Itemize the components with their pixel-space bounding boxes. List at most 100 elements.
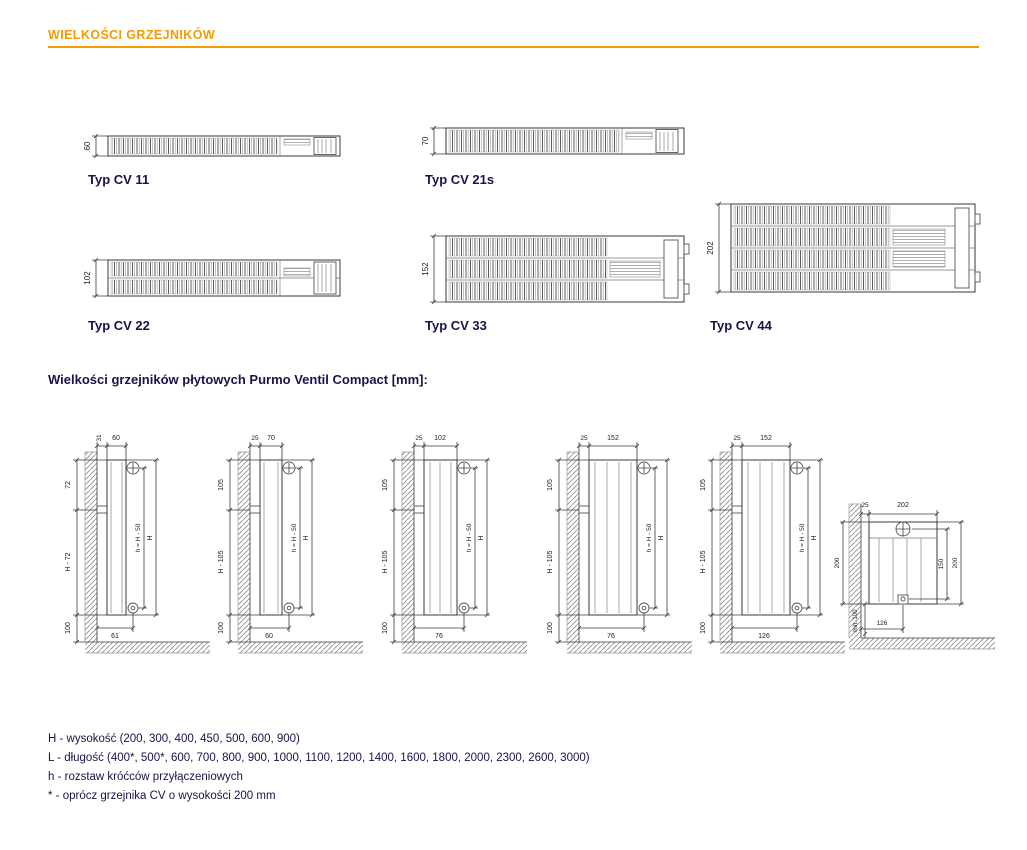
depth-dimension: 202	[706, 201, 731, 295]
radiator-body	[259, 459, 283, 616]
floor-hatch	[238, 641, 363, 654]
diagram-top-view-cv21s: 70	[420, 120, 700, 168]
floor-hatch	[567, 641, 692, 654]
dim-height: H	[478, 535, 485, 540]
dim-depth-label: 60	[83, 141, 92, 150]
top-dimensions: 25 102	[411, 435, 460, 460]
connection-bottom	[638, 602, 650, 614]
floor-hatch	[85, 641, 210, 654]
dim-middle: H - 105	[382, 550, 389, 573]
diagram-top-view-cv11: 60	[82, 126, 362, 168]
top-dimensions: 25 70	[247, 435, 285, 460]
dim-height: H	[303, 535, 310, 540]
floor-hatch	[402, 641, 527, 654]
valve-top	[457, 461, 471, 475]
left-dimension-chain: 105 H - 105 100	[700, 457, 742, 645]
left-dimension: 200	[834, 519, 869, 607]
connection-bottom	[458, 602, 470, 614]
connection-bottom	[897, 594, 909, 605]
dim-depth-label: 102	[83, 271, 92, 285]
dim-middle: H - 105	[218, 550, 225, 573]
dim-depth: 70	[267, 435, 275, 442]
wall-hatch	[237, 451, 251, 642]
inner-dimensions: h = H - 50 H	[790, 457, 823, 618]
dim-inner-right: 150	[938, 558, 945, 569]
dim-middle: H - 105	[547, 550, 554, 573]
radiator-body	[106, 459, 127, 616]
dim-upper: 105	[382, 479, 389, 491]
diagram-side-view-1: 31 60 72 H - 72 100 h = H - 50 H 61	[55, 430, 215, 665]
dim-middle: H - 72	[65, 552, 72, 571]
dim-conn-spacing: h = H - 50	[466, 523, 473, 552]
dim-conn-offset: 76	[607, 633, 615, 640]
left-dimension-chain: 105 H - 105 100	[382, 457, 424, 645]
diagram-side-view-3: 25 102 105 H - 105 100 h = H - 50 H 76	[372, 430, 532, 665]
dim-wall-gap: 25	[861, 502, 869, 509]
inner-dimensions: h = H - 50 H	[282, 457, 315, 618]
bottom-dimension: 76	[411, 613, 467, 640]
connection-bottom	[791, 602, 803, 614]
top-dimensions: 25 202	[858, 502, 940, 522]
radiator-plan	[107, 135, 341, 157]
connection-bottom	[127, 602, 139, 614]
section-heading: Wielkości grzejników płytowych Purmo Ven…	[48, 372, 428, 387]
wall-hatch	[84, 451, 98, 642]
inner-dimensions: h = H - 50 H	[637, 457, 670, 618]
floor-hatch	[720, 641, 845, 654]
dim-depth: 102	[434, 435, 446, 442]
floor-clearance-dimension: min. 100	[853, 601, 869, 638]
valve-top	[126, 461, 140, 475]
diagram-top-view-cv44: 202	[705, 196, 997, 306]
dim-middle: H - 105	[700, 550, 707, 573]
label-typ-cv11: Typ CV 11	[88, 172, 150, 187]
dim-floor-clearance: min. 100	[853, 609, 859, 633]
dim-depth: 152	[760, 435, 772, 442]
diagram-side-view-5: 25 152 105 H - 105 100 h = H - 50 H 126	[690, 430, 850, 665]
dim-height: H	[811, 535, 818, 540]
dim-floor-clearance: 100	[218, 622, 225, 634]
dim-outer-right: 200	[952, 557, 959, 568]
dim-depth-label: 70	[421, 136, 430, 145]
wall-hatch	[566, 451, 580, 642]
valve-top	[895, 521, 911, 537]
label-typ-cv33: Typ CV 33	[425, 318, 487, 333]
wall-bracket	[731, 505, 743, 514]
dim-depth-label: 202	[706, 241, 715, 255]
connection-bottom	[283, 602, 295, 614]
dim-upper: 105	[547, 479, 554, 491]
dim-depth: 152	[607, 435, 619, 442]
dim-height-left: 200	[834, 557, 841, 568]
right-dimensions: 150 200	[909, 519, 964, 607]
dim-upper: 72	[65, 481, 72, 489]
dim-floor-clearance: 100	[547, 622, 554, 634]
valve-top	[637, 461, 651, 475]
bottom-dimension: 61	[94, 613, 136, 640]
wall-hatch	[848, 503, 862, 638]
legend: H - wysokość (200, 300, 400, 450, 500, 6…	[48, 730, 948, 806]
dim-conn-offset: 60	[265, 633, 273, 640]
left-dimension-chain: 72 H - 72 100	[65, 457, 107, 645]
dim-depth: 202	[897, 502, 909, 509]
bottom-dimension: 126	[858, 605, 906, 633]
page-title: WIELKOŚCI GRZEJNIKÓW	[48, 28, 216, 42]
legend-line-height: H - wysokość (200, 300, 400, 450, 500, 6…	[48, 733, 300, 745]
dim-upper: 105	[700, 479, 707, 491]
dim-conn-offset: 126	[758, 633, 770, 640]
wall-hatch	[401, 451, 415, 642]
dim-conn-offset: 76	[435, 633, 443, 640]
left-dimension-chain: 105 H - 105 100	[547, 457, 589, 645]
left-dimension-chain: 105 H - 105 100	[218, 457, 260, 645]
bottom-dimension: 126	[729, 613, 800, 640]
diagram-top-view-cv22: 102	[82, 252, 362, 310]
wall-bracket	[413, 505, 425, 514]
depth-dimension: 70	[421, 125, 446, 157]
top-dimensions: 25 152	[576, 435, 640, 460]
label-typ-cv21s: Typ CV 21s	[425, 172, 495, 187]
depth-dimension: 152	[421, 233, 446, 305]
radiator-body	[588, 459, 638, 616]
dim-depth-label: 152	[421, 262, 430, 276]
header-rule	[48, 46, 979, 48]
inner-dimensions: h = H - 50 H	[457, 457, 490, 618]
dim-conn-offset: 61	[111, 633, 119, 640]
